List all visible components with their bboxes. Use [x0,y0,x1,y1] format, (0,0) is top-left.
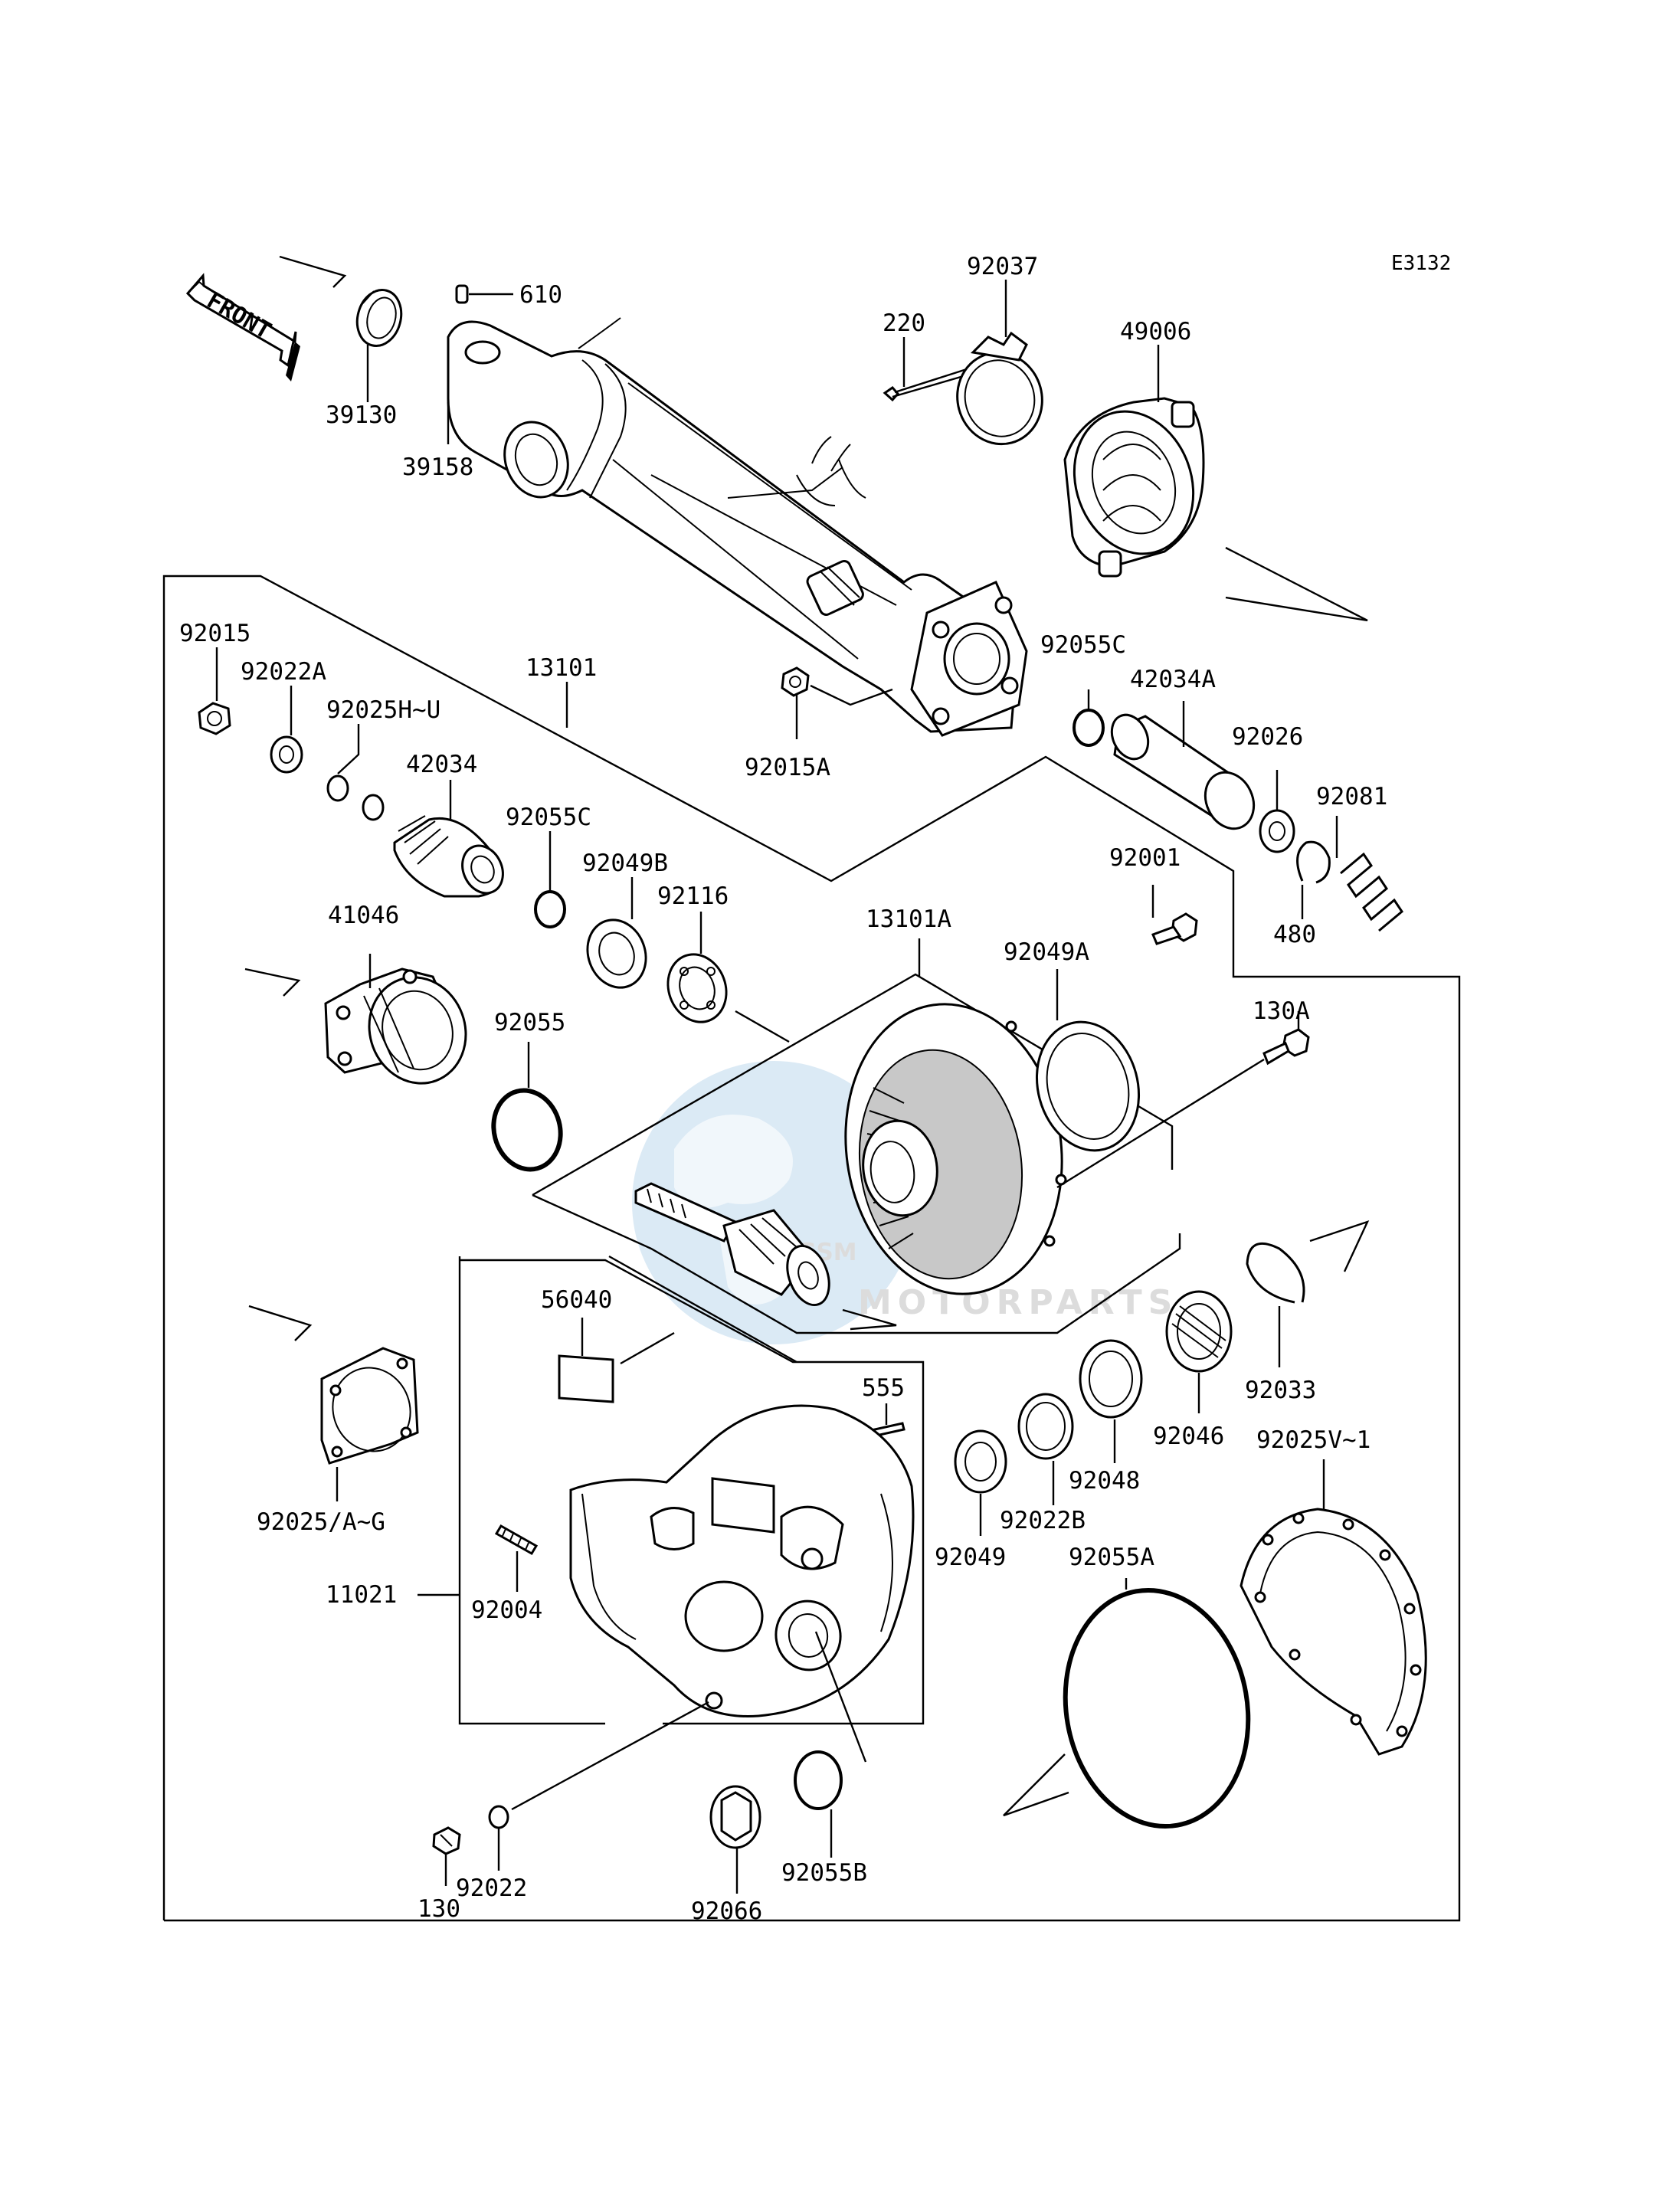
front-arrow-icon [185,273,300,381]
label-555: 555 [862,1374,905,1402]
front-label: FRONT [202,287,276,345]
label-92055A: 92055A [1069,1544,1154,1571]
part-92026-washer [1259,809,1295,853]
label-610: 610 [519,281,562,309]
label-92055C-left: 92055C [506,804,591,831]
part-92116-bearing [666,953,728,1023]
part-92033-circlip [1246,1242,1305,1304]
part-92037-clamp [956,331,1043,446]
part-92025V1-gasket [1240,1508,1427,1756]
label-13101: 13101 [526,654,597,682]
part-92015-nut [198,702,231,735]
diagram-code: E3132 [1391,252,1451,275]
label-92037: 92037 [967,253,1038,280]
leader-lines [215,280,1338,1894]
part-92055A-large-o-ring [1063,1587,1251,1829]
part-92049B-seal [586,918,647,989]
part-92055C-left-o-ring [534,890,566,928]
label-92049B: 92049B [582,850,668,877]
part-610-pin [455,284,469,304]
part-92025AG-gasket [320,1347,419,1465]
part-11021-gear-case [569,1404,915,1717]
label-92001: 92001 [1109,844,1181,872]
label-49006: 49006 [1120,318,1191,345]
part-39158-drive-shaft-housing [447,317,1028,737]
label-92025V1: 92025V~1 [1256,1426,1371,1454]
part-130A-bolt [1262,1028,1310,1066]
label-92022A: 92022A [241,658,326,686]
part-480-circlip [1296,840,1331,884]
label-92066: 92066 [691,1897,762,1925]
part-220-bolt [883,366,972,402]
part-92055-o-ring [491,1088,563,1172]
label-92022B: 92022B [1000,1507,1086,1534]
label-92033: 92033 [1245,1377,1316,1404]
part-42034A-sleeve [1110,713,1256,830]
part-92001-bolt [1151,912,1198,945]
part-92004-stud [494,1524,539,1556]
label-92015A: 92015A [745,754,830,781]
part-92022-washer [488,1701,709,1829]
part-41046-housing [324,968,467,1085]
part-130-bolt [432,1826,461,1855]
label-92055B: 92055B [781,1859,867,1887]
part-92022A-washer [270,735,303,774]
label-11021: 11021 [326,1581,397,1609]
part-92048-collar [1079,1339,1143,1419]
label-42034A: 42034A [1130,666,1216,693]
part-92015A-nut [781,666,893,706]
part-92081-spring [1340,852,1403,932]
part-13101A-ring-gear-set [634,1003,1067,1307]
part-92055C-right-o-ring [1073,709,1105,747]
label-92116: 92116 [657,882,729,910]
label-39130: 39130 [326,401,397,429]
part-92055B-o-ring [794,1750,843,1810]
part-42034-coupling [393,815,504,898]
label-92004: 92004 [471,1596,542,1624]
label-39158: 39158 [402,453,473,481]
label-92048: 92048 [1069,1467,1140,1495]
label-92025AG: 92025/A~G [257,1508,385,1536]
label-130: 130 [418,1895,460,1923]
part-92049-seal [954,1429,1007,1494]
label-42034: 42034 [406,751,477,778]
part-39130-seal-ring [355,289,403,347]
part-92049A-seal [1035,1020,1141,1152]
label-220: 220 [883,309,925,337]
part-49006-boot [1063,397,1205,578]
label-92015: 92015 [179,620,251,647]
label-92026: 92026 [1232,723,1303,751]
label-92046: 92046 [1153,1423,1224,1450]
label-41046: 41046 [328,902,399,929]
watermark-sub: MOTORPARTS [858,1283,1178,1322]
label-92081: 92081 [1316,783,1387,810]
part-labels: 39130 610 39158 92037 220 49006 92015 92… [179,253,1387,1925]
part-56040-label-plate [558,1331,675,1403]
label-92055C-right: 92055C [1040,631,1126,659]
label-92022: 92022 [456,1874,527,1902]
part-92022B-shim [1017,1393,1074,1460]
label-130A: 130A [1253,997,1310,1025]
part-92066-plug [709,1631,867,1849]
label-56040: 56040 [541,1286,612,1314]
label-92049A: 92049A [1004,938,1089,966]
label-92049: 92049 [935,1544,1006,1571]
label-13101A: 13101A [866,905,951,933]
label-480: 480 [1273,921,1316,948]
part-92046-needle-bearing [1165,1290,1233,1373]
label-92055: 92055 [494,1009,565,1036]
label-92025HU: 92025H~U [326,696,440,724]
part-92025HU-shims [326,774,385,821]
